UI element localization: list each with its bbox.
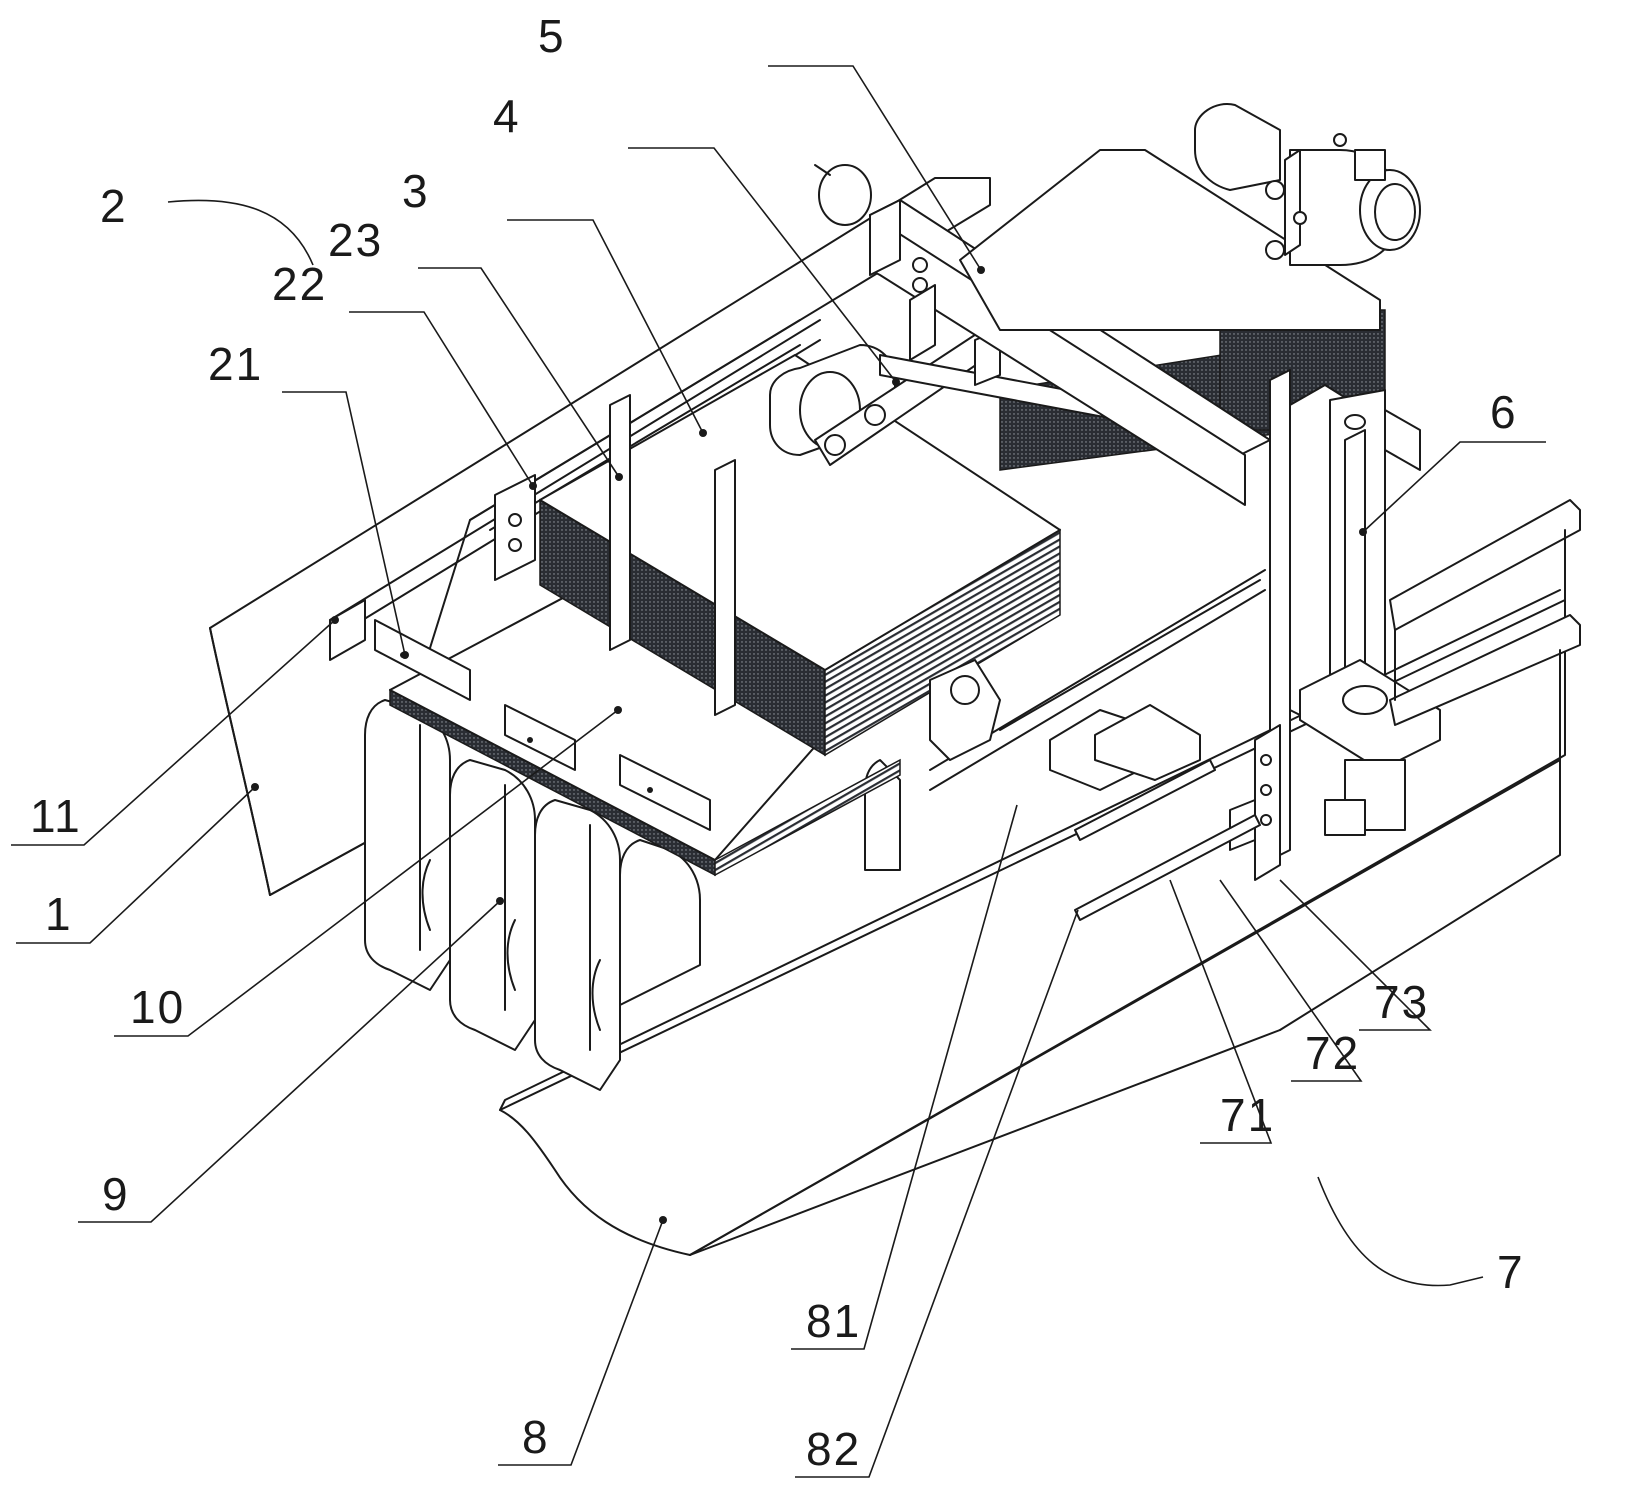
label-72: 72 — [1305, 1027, 1360, 1079]
leader-71 — [1169, 879, 1273, 1144]
label-5: 5 — [538, 10, 566, 62]
leader-9 — [78, 900, 501, 1223]
leader-6 — [1362, 441, 1546, 533]
leader-21 — [282, 391, 406, 656]
upright-posts-23 — [609, 394, 736, 716]
lower-sheets — [389, 688, 901, 877]
label-2: 2 — [100, 180, 128, 232]
label-22: 22 — [272, 258, 327, 310]
label-9: 9 — [102, 1168, 130, 1220]
label-1: 1 — [45, 888, 73, 940]
vertical-column-6 — [1269, 369, 1441, 861]
leader-7 — [1317, 1176, 1484, 1287]
base-plate-8 — [499, 589, 1566, 1256]
label-7: 7 — [1497, 1246, 1525, 1298]
leader-2 — [167, 199, 314, 266]
guide-plate-22 — [494, 474, 536, 581]
leader-23 — [418, 267, 620, 478]
label-82: 82 — [806, 1423, 861, 1475]
label-73: 73 — [1374, 976, 1429, 1028]
rear-motor-assembly — [959, 103, 1421, 331]
side-plates-21 — [374, 619, 711, 831]
leader-lines — [11, 65, 1546, 1478]
right-panel — [689, 1029, 1281, 1256]
slider-71 — [1094, 704, 1201, 781]
label-6: 6 — [1490, 386, 1518, 438]
leader-8 — [498, 1219, 664, 1466]
reference-labels: 2 21 22 23 3 4 5 6 11 1 10 9 8 81 82 71 … — [30, 10, 1525, 1475]
label-10: 10 — [130, 981, 185, 1033]
leader-72 — [1219, 879, 1363, 1082]
leader-81 — [791, 804, 1018, 1350]
leader-11 — [11, 619, 336, 846]
label-11: 11 — [30, 790, 82, 842]
label-23: 23 — [328, 214, 383, 266]
label-21: 21 — [208, 338, 263, 390]
leader-22 — [349, 311, 534, 487]
leader-10 — [114, 709, 619, 1037]
leader-4 — [628, 147, 897, 383]
leader-3 — [507, 219, 704, 434]
leader-5 — [768, 65, 982, 271]
leader-1 — [16, 786, 256, 944]
leader-73 — [1279, 879, 1432, 1031]
label-3: 3 — [402, 165, 430, 217]
label-71: 71 — [1220, 1089, 1275, 1141]
label-8: 8 — [522, 1411, 550, 1463]
bracket-72 — [1254, 724, 1281, 881]
guide-rails-81-82 — [1074, 499, 1581, 1031]
support-blocks-9 — [364, 699, 901, 1091]
label-81: 81 — [806, 1295, 861, 1347]
label-4: 4 — [493, 90, 521, 142]
leader-82 — [795, 909, 1079, 1478]
